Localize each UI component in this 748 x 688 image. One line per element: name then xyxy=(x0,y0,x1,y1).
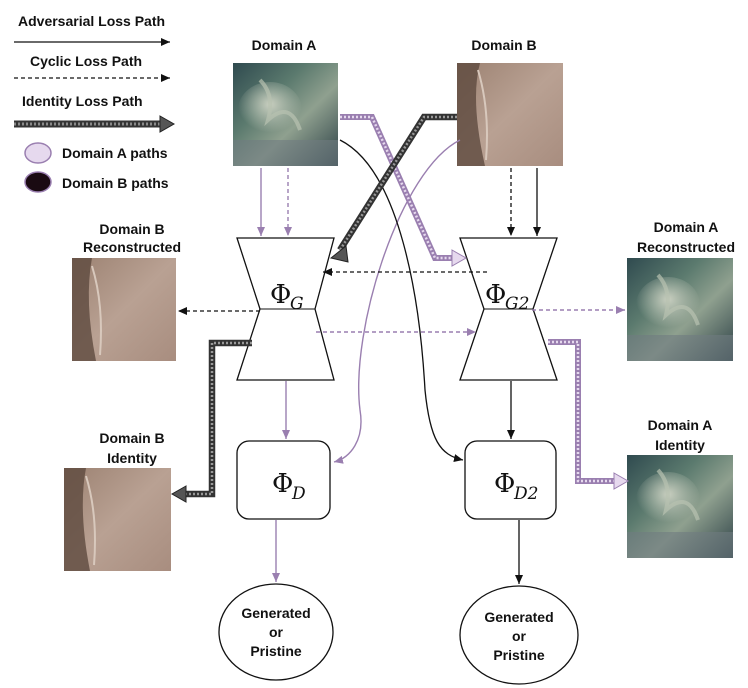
legend-domain-b-paths: Domain B paths xyxy=(62,175,169,191)
legend: Adversarial Loss Path Cyclic Loss Path I… xyxy=(14,13,176,193)
domain-a-image xyxy=(233,63,338,166)
domain-b-reconstructed-title-1: Domain B xyxy=(99,221,164,237)
generator-g-symbol: Φ xyxy=(270,280,291,310)
generator-g2-subscript: G2 xyxy=(505,294,529,314)
domain-a-title: Domain A xyxy=(252,37,317,53)
domain-a-swatch xyxy=(24,142,52,164)
domain-a-reconstructed-image xyxy=(627,258,733,361)
output-right-ellipse xyxy=(459,585,579,685)
b-to-d-adversarial-arrow xyxy=(333,139,461,464)
domain-b-identity-title-2: Identity xyxy=(107,450,157,466)
legend-adversarial-label: Adversarial Loss Path xyxy=(18,13,165,29)
domain-b-identity-image xyxy=(64,468,171,571)
output-left-line-3: Pristine xyxy=(250,643,302,659)
discriminator-d2-box xyxy=(464,440,557,520)
output-left-line-2: or xyxy=(269,624,284,640)
domain-a-identity-title-1: Domain A xyxy=(648,417,713,433)
discriminator-d-symbol: Φ xyxy=(272,469,293,499)
legend-cyclic-label: Cyclic Loss Path xyxy=(30,53,142,69)
domain-b-reconstructed-image xyxy=(72,258,176,361)
output-right-line-2: or xyxy=(512,628,527,644)
generator-g2-symbol: Φ xyxy=(485,280,506,310)
output-left-line-1: Generated xyxy=(241,605,310,621)
a-to-g2-identity-arrow xyxy=(340,114,458,261)
g2-to-a-identity-arrow xyxy=(548,339,618,484)
discriminator-d-box xyxy=(236,440,331,520)
domain-a-identity-title-2: Identity xyxy=(655,437,705,453)
discriminator-d2-subscript: D2 xyxy=(513,484,538,504)
domain-a-reconstructed-title-1: Domain A xyxy=(654,219,719,235)
domain-a-identity-image xyxy=(627,455,733,558)
domain-b-image xyxy=(457,63,563,166)
domain-a-reconstructed-title-2: Reconstructed xyxy=(637,239,735,255)
domain-b-reconstructed-title-2: Reconstructed xyxy=(83,239,181,255)
domain-b-title: Domain B xyxy=(471,37,536,53)
legend-domain-a-paths: Domain A paths xyxy=(62,145,168,161)
legend-identity-label: Identity Loss Path xyxy=(22,93,143,109)
output-right-line-1: Generated xyxy=(484,609,553,625)
a-to-d2-adversarial-arrow xyxy=(339,139,464,462)
domain-b-identity-title-1: Domain B xyxy=(99,430,164,446)
domain-b-swatch xyxy=(24,171,52,193)
discriminator-d-subscript: D xyxy=(291,484,306,504)
output-left-ellipse xyxy=(218,583,334,681)
discriminator-d2-symbol: Φ xyxy=(494,469,515,499)
generator-g-subscript: G xyxy=(290,294,304,314)
output-right-line-3: Pristine xyxy=(493,647,545,663)
